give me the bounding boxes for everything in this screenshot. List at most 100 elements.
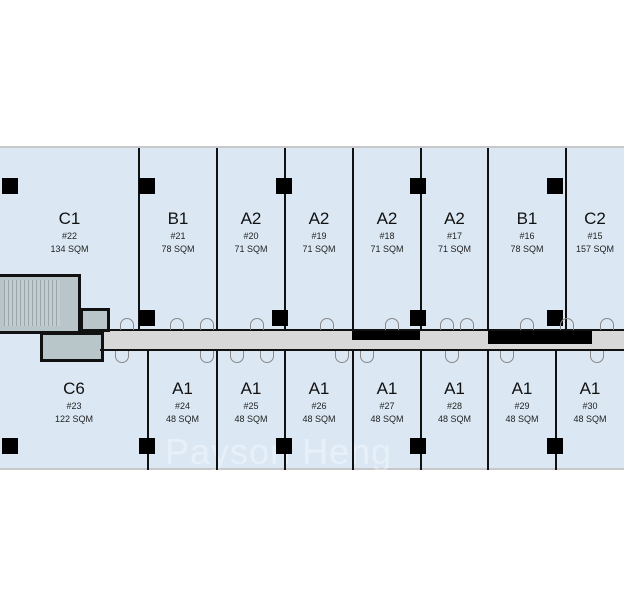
- unit-type: A1: [240, 379, 262, 398]
- unit-area: 71 SQM: [370, 244, 404, 254]
- unit-type: A1: [172, 379, 193, 398]
- door-icon: [360, 351, 374, 363]
- door-icon: [230, 351, 244, 363]
- partition-wall: [352, 350, 354, 470]
- door-icon: [440, 318, 454, 330]
- unit-num: #21: [170, 231, 186, 241]
- staircase: [4, 280, 60, 326]
- unit-type: C2: [584, 209, 606, 228]
- service-room: [40, 332, 104, 362]
- door-icon: [445, 351, 459, 363]
- door-icon: [260, 351, 274, 363]
- column-icon: [276, 438, 292, 454]
- unit-area: 48 SQM: [370, 414, 404, 424]
- unit-type: A1: [376, 379, 398, 398]
- corridor-wall: [100, 349, 624, 351]
- unit-area: 48 SQM: [437, 414, 471, 424]
- unit-num: #25: [243, 401, 259, 411]
- column-icon: [272, 310, 288, 326]
- partition-wall: [420, 350, 422, 470]
- partition-wall: [487, 350, 489, 470]
- unit-26[interactable]: A1 #26 48 SQM: [285, 350, 353, 470]
- unit-area: 71 SQM: [234, 244, 268, 254]
- door-icon: [520, 318, 534, 330]
- unit-21[interactable]: B1 #21 78 SQM: [139, 148, 217, 329]
- door-icon: [320, 318, 334, 330]
- door-icon: [500, 351, 514, 363]
- unit-area: 78 SQM: [510, 244, 544, 254]
- partition-wall: [147, 350, 149, 470]
- column-icon: [2, 438, 18, 454]
- unit-area: 78 SQM: [161, 244, 195, 254]
- unit-type: C6: [63, 379, 85, 398]
- partition-wall: [216, 350, 218, 470]
- door-icon: [560, 318, 574, 330]
- unit-num: #23: [66, 401, 82, 411]
- unit-num: #18: [379, 231, 395, 241]
- unit-area: 48 SQM: [165, 414, 199, 424]
- unit-27[interactable]: A1 #27 48 SQM: [353, 350, 421, 470]
- unit-area: 122 SQM: [54, 414, 94, 424]
- partition-wall: [138, 148, 140, 329]
- unit-num: #27: [379, 401, 395, 411]
- partition-wall: [216, 148, 218, 329]
- door-icon: [460, 318, 474, 330]
- unit-25[interactable]: A1 #25 48 SQM: [217, 350, 285, 470]
- unit-type: A1: [308, 379, 330, 398]
- core-wall: [352, 331, 420, 340]
- unit-15[interactable]: C2 #15 157 SQM: [566, 148, 624, 329]
- unit-num: #24: [174, 401, 191, 411]
- corridor-wall: [80, 329, 624, 331]
- unit-type: A2: [376, 209, 398, 228]
- column-icon: [410, 438, 426, 454]
- unit-18[interactable]: A2 #18 71 SQM: [353, 148, 421, 329]
- unit-num: #16: [519, 231, 535, 241]
- door-icon: [250, 318, 264, 330]
- unit-area: 157 SQM: [575, 244, 615, 254]
- unit-24[interactable]: A1 #24 48 SQM: [148, 350, 217, 470]
- unit-num: #26: [311, 401, 327, 411]
- unit-area: 48 SQM: [234, 414, 268, 424]
- partition-wall: [555, 350, 557, 470]
- partition-wall: [565, 148, 567, 329]
- unit-type: B1: [167, 209, 189, 228]
- door-icon: [200, 318, 214, 330]
- unit-num: #20: [243, 231, 259, 241]
- door-icon: [200, 351, 214, 363]
- unit-type: A2: [308, 209, 330, 228]
- unit-type: A1: [579, 379, 601, 398]
- column-icon: [410, 178, 426, 194]
- column-icon: [276, 178, 292, 194]
- unit-type: A1: [444, 379, 465, 398]
- column-icon: [547, 438, 563, 454]
- column-icon: [410, 310, 426, 326]
- unit-type: A1: [511, 379, 533, 398]
- unit-num: #15: [587, 231, 603, 241]
- door-icon: [170, 318, 184, 330]
- column-icon: [2, 178, 18, 194]
- unit-area: 134 SQM: [50, 244, 89, 254]
- column-icon: [139, 178, 155, 194]
- unit-area: 48 SQM: [302, 414, 336, 424]
- partition-wall: [420, 148, 422, 329]
- door-icon: [115, 351, 129, 363]
- column-icon: [547, 310, 563, 326]
- column-icon: [547, 178, 563, 194]
- partition-wall: [284, 148, 286, 329]
- partition-wall: [284, 350, 286, 470]
- unit-area: 48 SQM: [505, 414, 539, 424]
- unit-type: C1: [58, 209, 81, 228]
- door-icon: [385, 318, 399, 330]
- core-wall: [488, 331, 592, 344]
- column-icon: [139, 310, 155, 326]
- unit-23[interactable]: C6 #23 122 SQM: [0, 350, 148, 470]
